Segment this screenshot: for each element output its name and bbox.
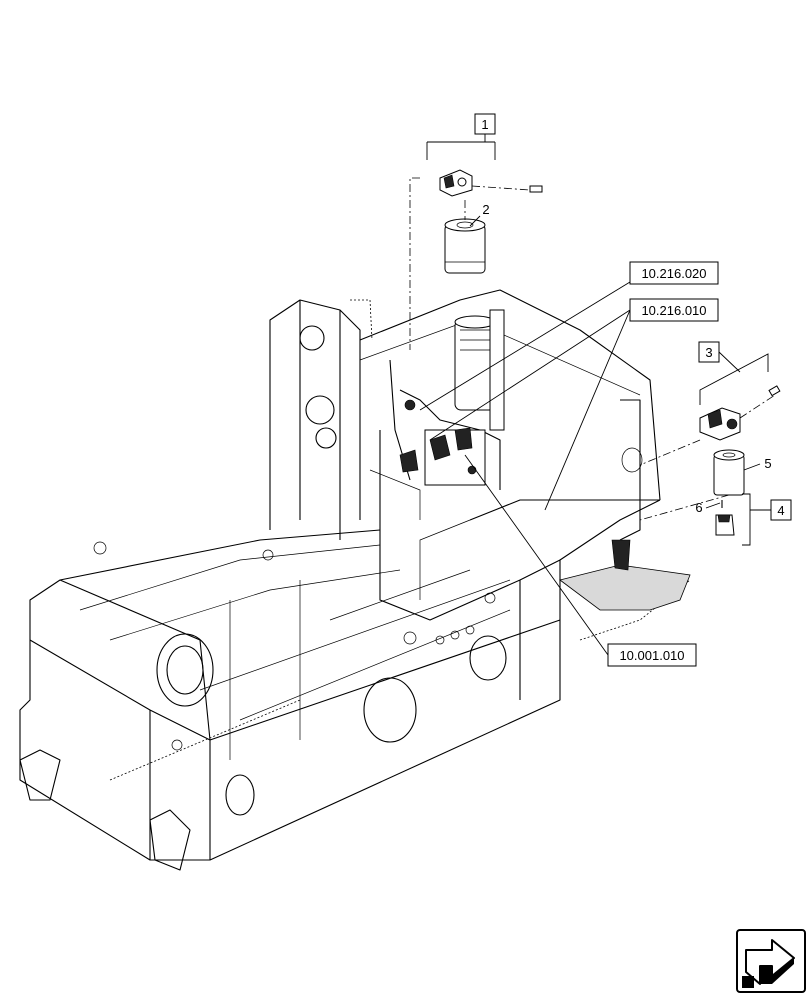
reference-box-10-216-010[interactable]: 10.216.010 <box>629 298 719 322</box>
reference-leaders <box>419 281 631 656</box>
next-page-arrow-icon[interactable] <box>736 929 806 993</box>
chassis-frame <box>19 289 691 871</box>
filter-housing-assembly <box>369 309 505 520</box>
reference-box-10-001-010[interactable]: 10.001.010 <box>607 643 697 667</box>
callout-6[interactable]: 6 <box>695 500 721 515</box>
reference-label-10-216-020: 10.216.020 <box>641 266 706 281</box>
callout-4-label: 4 <box>777 503 784 518</box>
callout-2-label: 2 <box>482 202 489 217</box>
primary-filter-exploded <box>409 169 543 350</box>
secondary-filter-exploded <box>639 385 781 536</box>
reference-box-10-216-020[interactable]: 10.216.020 <box>629 261 719 285</box>
callout-5-label: 5 <box>764 456 771 471</box>
callout-6-label: 6 <box>695 500 702 515</box>
reference-label-10-001-010: 10.001.010 <box>619 648 684 663</box>
callout-4[interactable]: 4 <box>742 493 792 546</box>
callout-1[interactable]: 1 <box>426 113 496 160</box>
callout-3[interactable]: 3 <box>698 341 769 405</box>
callout-1-label: 1 <box>481 117 488 132</box>
reference-label-10-216-010: 10.216.010 <box>641 303 706 318</box>
callout-3-label: 3 <box>705 345 712 360</box>
callout-5[interactable]: 5 <box>743 456 772 471</box>
callout-2[interactable]: 2 <box>469 202 490 227</box>
